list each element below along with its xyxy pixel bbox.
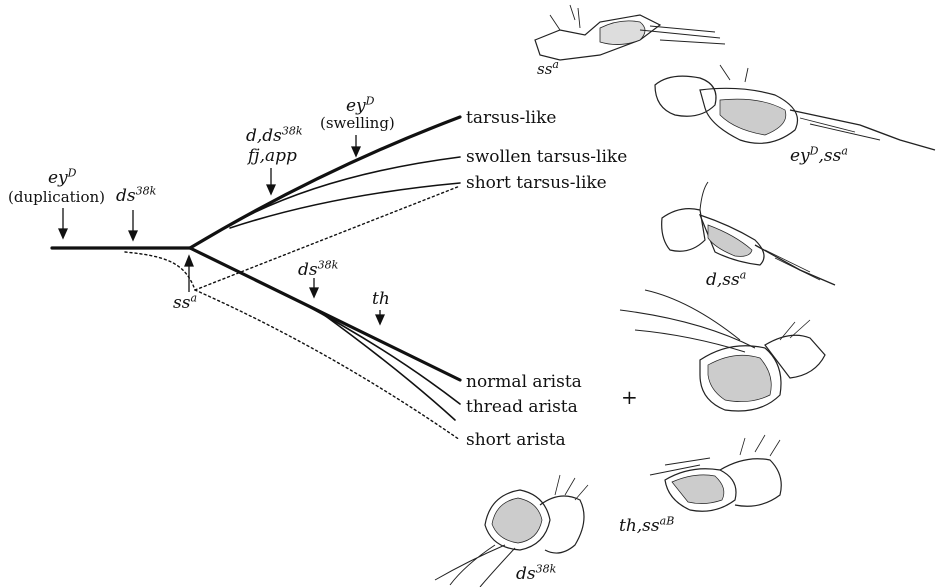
caption-th-ssaB-main: th,ss bbox=[619, 516, 660, 536]
caption-ds38k-sup: 38k bbox=[536, 562, 557, 575]
specimen-th-ssaB bbox=[650, 435, 781, 511]
specimen-d-ssa bbox=[662, 182, 835, 285]
label-ds38k-arista: ds38k bbox=[298, 262, 338, 279]
label-eyD-duplication: eyD bbox=[48, 170, 77, 187]
label-ds38k-early: ds38k bbox=[116, 188, 156, 205]
caption-eyD-ssa-main: ey bbox=[790, 146, 810, 166]
specimen-ssa bbox=[535, 5, 725, 60]
ds38k-early-main: ds bbox=[116, 186, 136, 206]
outcome-short-tarsus-like: short tarsus-like bbox=[466, 175, 607, 192]
label-swelling-note: (swelling) bbox=[320, 116, 395, 131]
ssa-dotted-branch bbox=[125, 252, 195, 290]
caption-ds38k-main: ds bbox=[516, 564, 536, 584]
ssa-sup: a bbox=[190, 291, 197, 304]
caption-ssa-sup: a bbox=[552, 58, 559, 71]
caption-eyD-ssa: eyD,ssa bbox=[790, 148, 848, 165]
label-eyD-swelling: eyD bbox=[346, 98, 375, 115]
caption-eyD-ssa-sup2: a bbox=[841, 144, 848, 157]
d-ds-main: d,ds bbox=[246, 126, 282, 146]
specimen-ds38k bbox=[435, 475, 588, 587]
eyD-swell-main: ey bbox=[346, 96, 366, 116]
eyD-dup-sup: D bbox=[68, 166, 77, 179]
caption-eyD-ssa-sup1: D bbox=[810, 144, 819, 157]
caption-ssa-main: ss bbox=[537, 60, 552, 78]
eyD-dup-main: ey bbox=[48, 168, 68, 188]
outcome-short-arista: short arista bbox=[466, 432, 566, 449]
caption-th-ssaB-sup: aB bbox=[660, 514, 675, 527]
label-ssa: ssa bbox=[173, 295, 197, 312]
caption-d-ssa-main: d,ss bbox=[706, 270, 740, 290]
outcome-normal-arista: normal arista bbox=[466, 374, 582, 391]
caption-th-ssaB: th,ssaB bbox=[619, 518, 674, 535]
caption-d-ssa: d,ssa bbox=[706, 272, 746, 289]
ssa-main: ss bbox=[173, 293, 190, 313]
label-duplication-note: (duplication) bbox=[8, 190, 105, 205]
caption-ds38k: ds38k bbox=[516, 566, 556, 583]
label-fj-app: fj,app bbox=[248, 148, 297, 165]
ds38k-arista-sup: 38k bbox=[318, 258, 339, 271]
d-ds-sup: 38k bbox=[282, 124, 303, 137]
specimen-eyD-ssa bbox=[655, 65, 935, 150]
label-d-ds38k: d,ds38k bbox=[246, 128, 303, 145]
ds38k-early-sup: 38k bbox=[136, 184, 157, 197]
outcome-thread-arista: thread arista bbox=[466, 399, 578, 416]
caption-eyD-ssa-mid: ,ss bbox=[819, 146, 842, 166]
outcome-swollen-tarsus-like: swollen tarsus-like bbox=[466, 149, 627, 166]
specimen-normal-arista bbox=[620, 290, 825, 411]
ds38k-arista-main: ds bbox=[298, 260, 318, 280]
caption-d-ssa-sup: a bbox=[740, 268, 747, 281]
outcome-tarsus-like: tarsus-like bbox=[466, 110, 556, 127]
plus-mark: + bbox=[621, 387, 638, 407]
label-th: th bbox=[372, 291, 390, 308]
caption-ssa: ssa bbox=[537, 62, 559, 77]
eyD-swell-sup: D bbox=[366, 94, 375, 107]
dotted-short-arista bbox=[195, 290, 460, 440]
